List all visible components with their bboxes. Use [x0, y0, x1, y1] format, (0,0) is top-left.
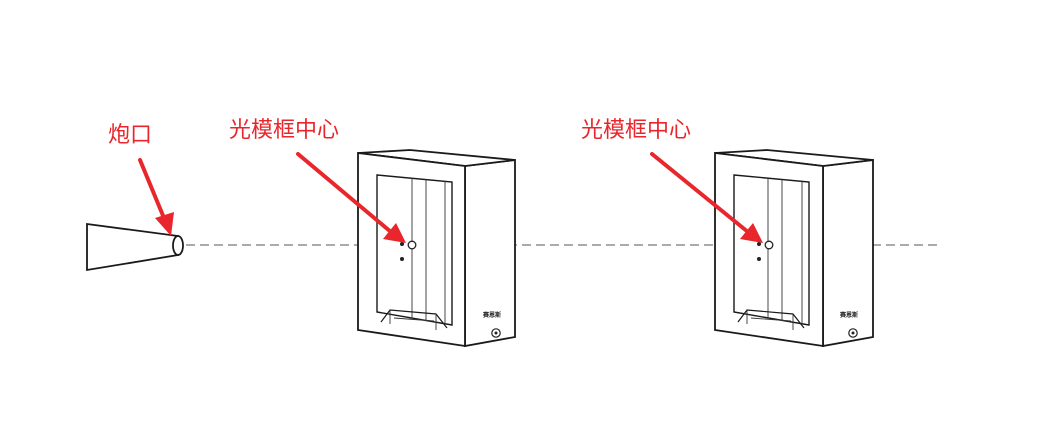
svg-text:赛恩斯: 赛恩斯: [839, 311, 858, 319]
label-frame-center-right: 光模框中心: [581, 118, 691, 143]
label-muzzle: 炮口: [108, 123, 152, 148]
muzzle-cone-shape: [86, 222, 184, 272]
svg-text:赛恩斯: 赛恩斯: [482, 311, 501, 319]
arrow-frame-center-right: [650, 152, 763, 243]
arrow-frame-center-left: [296, 152, 406, 243]
optical-frame-right: 赛恩斯: [714, 149, 874, 348]
label-frame-center-left: 光模框中心: [229, 118, 339, 143]
arrow-muzzle: [138, 158, 174, 236]
optical-frame-left: 赛恩斯: [357, 149, 516, 348]
